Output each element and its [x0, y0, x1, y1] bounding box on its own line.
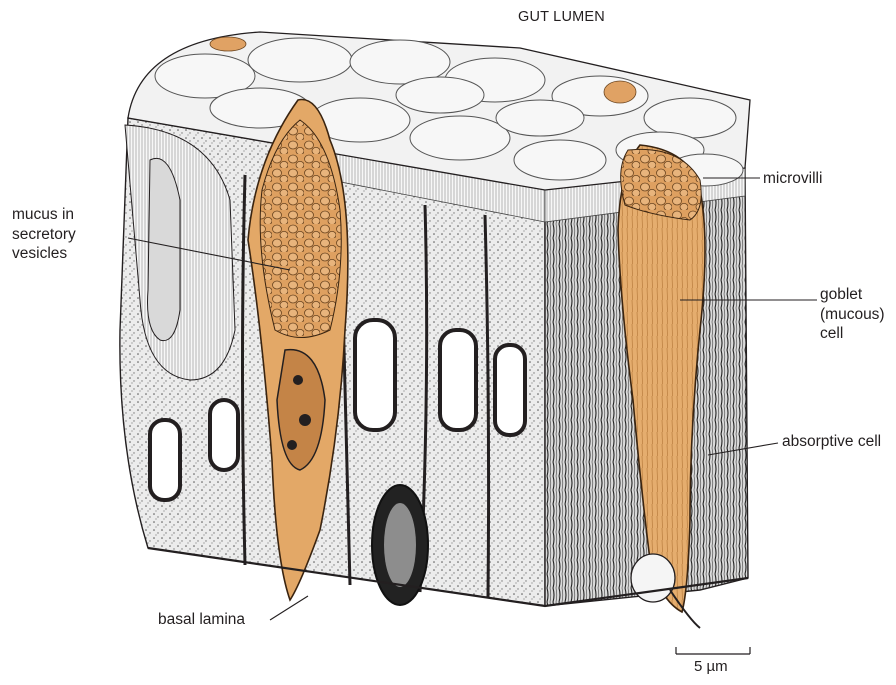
microvilli-label: microvilli	[763, 170, 822, 188]
dark-nucleus-inner	[384, 503, 416, 587]
basal-round-cell	[631, 554, 675, 602]
scale-bar-label: 5 µm	[694, 658, 728, 676]
scale-bar	[676, 647, 750, 654]
mucus-vesicles-label: mucus in secretory vesicles	[12, 205, 122, 264]
basal-lamina-label: basal lamina	[158, 611, 245, 629]
left-fold-inner	[148, 158, 181, 340]
gut-lumen-label: GUT LUMEN	[518, 9, 605, 25]
goblet-cell-label: goblet (mucous) cell	[820, 285, 896, 344]
absorptive-cell-label: absorptive cell	[782, 432, 892, 452]
